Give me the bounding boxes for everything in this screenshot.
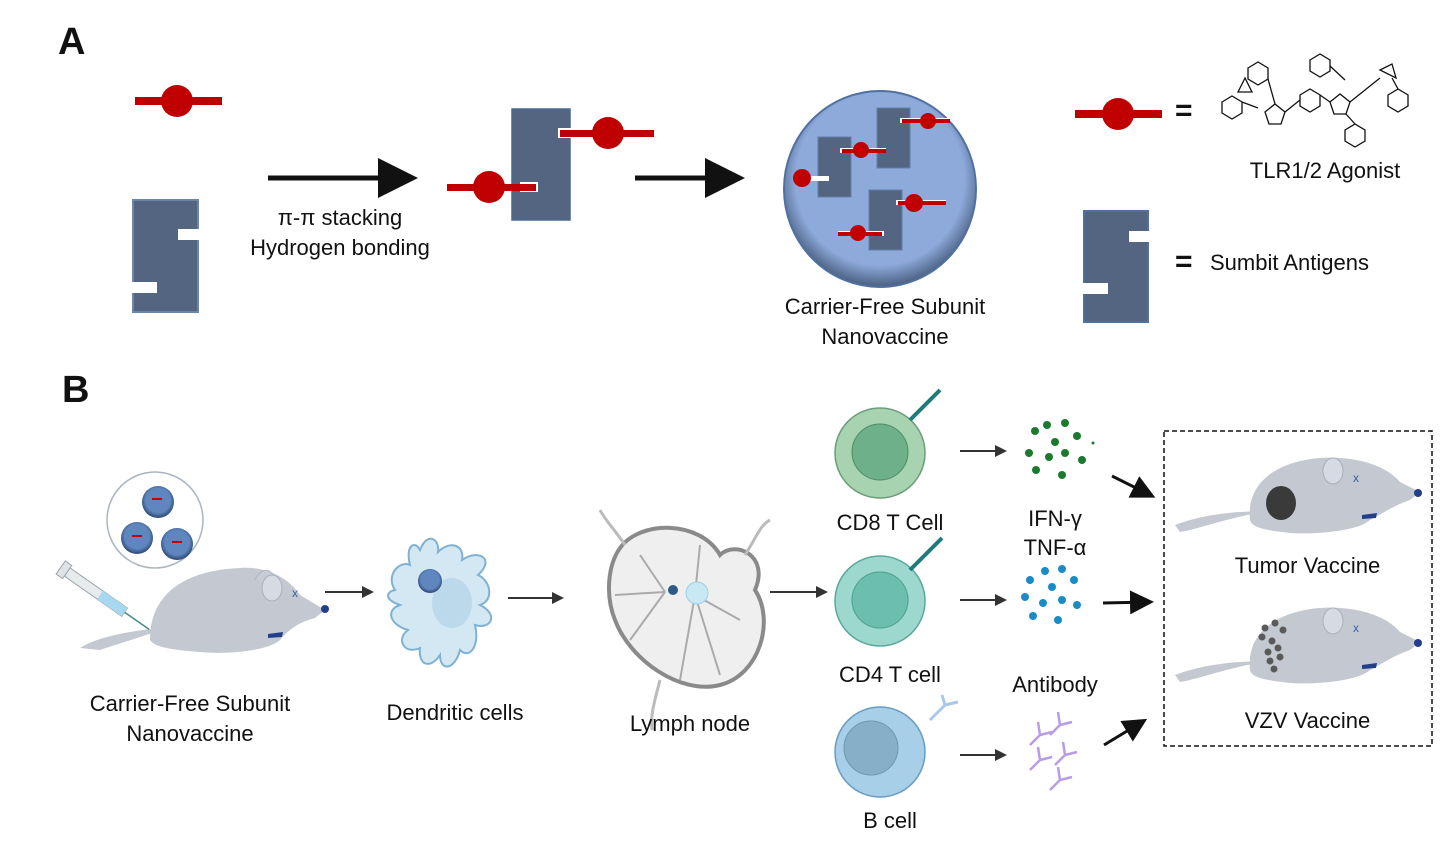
nanovaccine-particle-icon	[783, 90, 977, 288]
agonist-molecule-icon	[135, 85, 222, 117]
tumor-vaccine-label: Tumor Vaccine	[1234, 553, 1381, 578]
cytokine-tnf-alpha-label: TNF-α	[1023, 535, 1087, 560]
arrow-to-tumor-vaccine	[1111, 474, 1156, 498]
svg-text:x: x	[292, 586, 298, 600]
cd4-t-cell-label: CD4 T cell	[839, 662, 941, 687]
legend-antigen-label: Sumbit Antigens	[1210, 250, 1369, 275]
svg-text:x: x	[1353, 471, 1359, 485]
lymph-node-icon	[598, 509, 771, 731]
step-dendritic-cells-label: Dendritic cells	[386, 700, 524, 725]
b-cell-label: B cell	[863, 808, 917, 833]
mouse-injection-icon: x	[55, 471, 329, 653]
legend-antigen-equals: =	[1175, 245, 1193, 278]
legend-agonist-icon	[1075, 98, 1162, 130]
cd8-t-cell-icon	[834, 388, 942, 499]
cd8-t-cell-label: CD8 T Cell	[836, 510, 944, 535]
legend-agonist-equals: =	[1175, 94, 1193, 127]
tnf-alpha-cytokines-icon	[1021, 565, 1081, 624]
legend-antigen-icon	[1083, 210, 1150, 323]
antigen-block-icon	[132, 199, 199, 313]
agonist-antigen-complex-icon	[447, 108, 654, 221]
panel-a-label: A	[58, 21, 86, 63]
tlr-agonist-structure-icon	[1221, 53, 1409, 148]
step-nanovaccine-line1: Carrier-Free Subunit	[89, 691, 291, 716]
cd4-t-cell-icon	[834, 536, 944, 647]
step-lymph-node-label: Lymph node	[629, 711, 751, 736]
antibody-label: Antibody	[1012, 672, 1098, 697]
step-nanovaccine-line2: Nanovaccine	[126, 721, 254, 746]
outcomes-box	[1163, 430, 1433, 747]
dendritic-cell-icon	[387, 537, 493, 668]
arrow-to-outcomes	[1102, 590, 1154, 615]
panel-b-label: B	[62, 369, 90, 411]
tumor-mouse-icon: x	[1175, 457, 1422, 534]
antibody-icon	[1029, 711, 1078, 791]
interaction-label-hydrogen-bonding: Hydrogen bonding	[250, 235, 430, 260]
svg-text:x: x	[1353, 621, 1359, 635]
legend-agonist-label: TLR1/2 Agonist	[1249, 158, 1401, 183]
arrow-to-vzv-vaccine	[1103, 718, 1148, 747]
b-cell-icon	[834, 694, 959, 798]
nanovaccine-label-line2: Nanovaccine	[821, 324, 949, 349]
nanovaccine-label-line1: Carrier-Free Subunit	[784, 294, 986, 319]
ifn-gamma-cytokines-icon	[1025, 419, 1095, 479]
cytokine-ifn-gamma-label: IFN-γ	[1028, 506, 1082, 531]
vzv-mouse-icon: x	[1175, 607, 1422, 684]
interaction-label-pi-stacking: π-π stacking	[277, 205, 403, 230]
vzv-vaccine-label: VZV Vaccine	[1244, 708, 1371, 733]
